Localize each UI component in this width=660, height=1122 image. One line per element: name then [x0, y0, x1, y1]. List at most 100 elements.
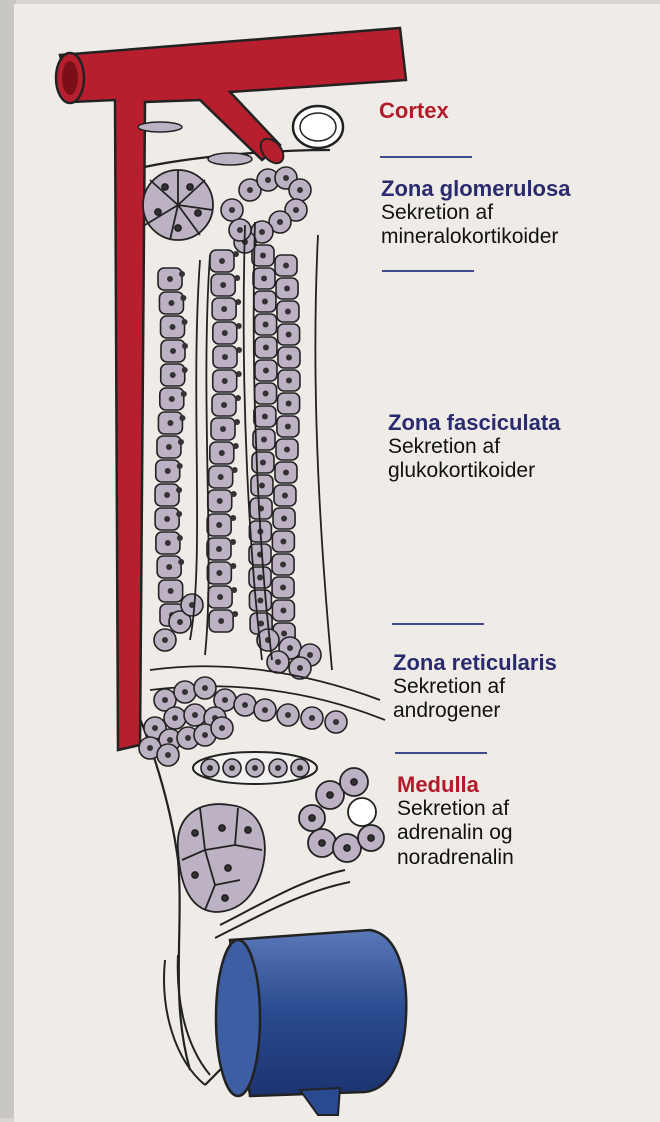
- medulla-line1: Sekretion af: [397, 797, 514, 821]
- cell-nucleus: [235, 299, 241, 305]
- cell-nucleus: [277, 219, 283, 225]
- cell-nucleus: [221, 402, 227, 408]
- cell-nucleus: [166, 444, 172, 450]
- cell-nucleus: [216, 546, 222, 552]
- cell-nucleus: [236, 347, 242, 353]
- cell-nucleus: [177, 463, 183, 469]
- medulla-line2: adrenalin og: [397, 821, 514, 845]
- cell-nucleus: [179, 271, 185, 277]
- cell-nucleus: [261, 437, 267, 443]
- separator: [382, 270, 474, 272]
- cell-nucleus: [309, 715, 315, 721]
- cell-nucleus: [260, 253, 266, 259]
- zona-fasciculata-block: Zona fasciculata Sekretion af glukokorti…: [388, 410, 560, 484]
- cell-nucleus: [263, 345, 269, 351]
- cell-nucleus: [282, 493, 288, 499]
- cell-nucleus: [281, 631, 287, 637]
- zona-glomerulosa-block: Zona glomerulosa Sekretion af mineraloko…: [381, 176, 570, 250]
- cell-nucleus: [262, 707, 268, 713]
- cell-nucleus: [220, 426, 226, 432]
- cell-nucleus: [180, 295, 186, 301]
- reticularis-vessel: [193, 752, 317, 784]
- zona-glomerulosa-line2: mineralokortikoider: [381, 225, 570, 249]
- zona-reticularis-title: Zona reticularis: [393, 650, 557, 675]
- zona-glomerulosa-title: Zona glomerulosa: [381, 176, 570, 201]
- cell-nucleus: [236, 323, 242, 329]
- cell-nucleus: [167, 737, 173, 743]
- cell-nucleus: [263, 322, 269, 328]
- cell-nucleus: [185, 735, 191, 741]
- cell-nucleus: [218, 474, 224, 480]
- cell-nucleus: [147, 745, 153, 751]
- cell-nucleus: [176, 487, 182, 493]
- cell-nucleus: [261, 276, 267, 282]
- cell-nucleus: [179, 415, 185, 421]
- zona-glomerulosa-line1: Sekretion af: [381, 201, 570, 225]
- cell-nucleus: [229, 765, 235, 771]
- zona-fasciculata-line1: Sekretion af: [388, 435, 560, 459]
- cell-nucleus: [247, 187, 253, 193]
- cell-nucleus: [284, 447, 290, 453]
- cell-nucleus: [182, 343, 188, 349]
- cell-nucleus: [257, 575, 263, 581]
- cell-nucleus: [218, 618, 224, 624]
- cell-nucleus: [177, 535, 183, 541]
- zona-fasciculata-title: Zona fasciculata: [388, 410, 560, 435]
- cell-nucleus: [152, 725, 158, 731]
- cell-nucleus: [263, 368, 269, 374]
- cell-nucleus: [234, 275, 240, 281]
- cell-nucleus: [281, 516, 287, 522]
- cell-nucleus: [252, 765, 258, 771]
- cell-nucleus: [286, 355, 292, 361]
- cell-nucleus: [259, 229, 265, 235]
- cell-nucleus: [192, 712, 198, 718]
- cell-nucleus: [236, 371, 242, 377]
- cell-nucleus: [176, 511, 182, 517]
- cell-nucleus: [165, 540, 171, 546]
- cell-nucleus: [283, 175, 289, 181]
- medulla-title: Medulla: [397, 772, 514, 797]
- cell-nucleus: [222, 330, 228, 336]
- medulla-line3: noradrenalin: [397, 846, 514, 870]
- cell-nucleus: [231, 587, 237, 593]
- separator: [395, 752, 487, 754]
- medulla-cluster-right: [299, 768, 384, 862]
- cell-nucleus: [219, 725, 225, 731]
- cell-nucleus: [259, 483, 265, 489]
- cell-nucleus: [170, 348, 176, 354]
- cell-nucleus: [230, 563, 236, 569]
- cell-nucleus: [181, 391, 187, 397]
- cell-nucleus: [162, 637, 168, 643]
- cell-nucleus: [286, 401, 292, 407]
- cell-nucleus: [307, 652, 313, 658]
- cell-nucleus: [222, 697, 228, 703]
- cell-nucleus: [165, 752, 171, 758]
- cell-nucleus: [265, 177, 271, 183]
- cell-nucleus: [232, 611, 238, 617]
- medulla-block: Medulla Sekretion af adrenalin og noradr…: [397, 772, 514, 870]
- cell-nucleus: [262, 299, 268, 305]
- cell-nucleus: [284, 286, 290, 292]
- cell-nucleus: [262, 414, 268, 420]
- cell-nucleus: [220, 282, 226, 288]
- cell-nucleus: [230, 539, 236, 545]
- central-vein: [216, 930, 406, 1115]
- fasciculata-columns: [154, 167, 321, 679]
- cell-nucleus: [222, 354, 228, 360]
- cell-nucleus: [165, 468, 171, 474]
- cell-nucleus: [234, 419, 240, 425]
- cell-nucleus: [285, 424, 291, 430]
- cell-nucleus: [178, 559, 184, 565]
- cell-nucleus: [237, 227, 243, 233]
- cell-nucleus: [170, 324, 176, 330]
- cell-nucleus: [217, 594, 223, 600]
- cell-nucleus: [162, 697, 168, 703]
- cell-nucleus: [177, 619, 183, 625]
- cell-nucleus: [182, 689, 188, 695]
- cell-nucleus: [167, 420, 173, 426]
- cell-nucleus: [293, 207, 299, 213]
- zona-reticularis-block: Zona reticularis Sekretion af androgener: [393, 650, 557, 724]
- cell-nucleus: [164, 516, 170, 522]
- cell-nucleus: [217, 498, 223, 504]
